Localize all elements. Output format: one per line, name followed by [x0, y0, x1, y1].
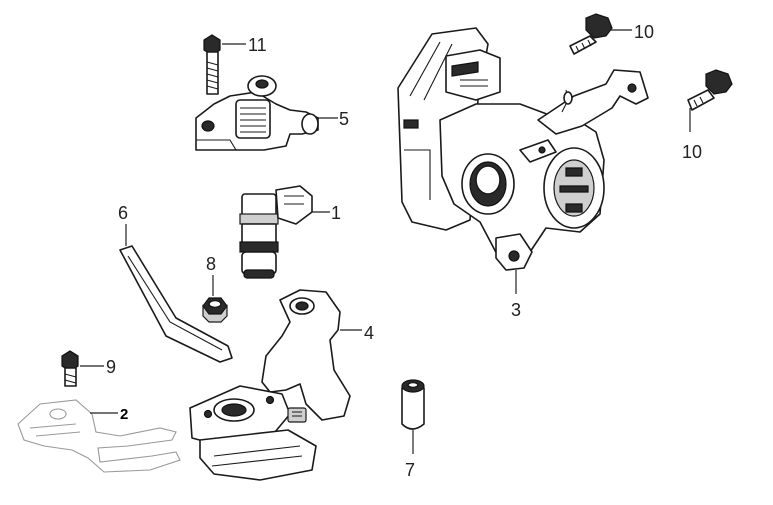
part-5-bracket [195, 75, 319, 151]
part-10-bolt-top [569, 13, 613, 55]
callout-2: 2 [120, 406, 128, 423]
callout-6: 6 [118, 203, 128, 223]
part-11-bolt [203, 34, 221, 95]
part-9-bolt [61, 350, 79, 387]
callout-8: 8 [206, 254, 216, 274]
callout-1: 1 [331, 203, 341, 223]
callout-10a: 10 [634, 22, 654, 42]
part-4-intake-manifold [189, 289, 351, 481]
part-2-bracket [17, 399, 181, 473]
callout-3: 3 [511, 300, 521, 320]
callout-10b: 10 [682, 142, 702, 162]
part-3-throttle-body [397, 27, 649, 271]
part-1-injector [239, 185, 313, 279]
callout-11: 11 [248, 35, 267, 55]
part-7-cap [401, 379, 425, 430]
part-8-nut [202, 297, 228, 323]
part-10-bolt-right [687, 69, 733, 111]
callout-7: 7 [405, 460, 415, 480]
callout-4: 4 [364, 323, 374, 343]
callout-9: 9 [106, 357, 116, 377]
part-6-strap [119, 245, 233, 363]
callout-5: 5 [339, 109, 349, 129]
